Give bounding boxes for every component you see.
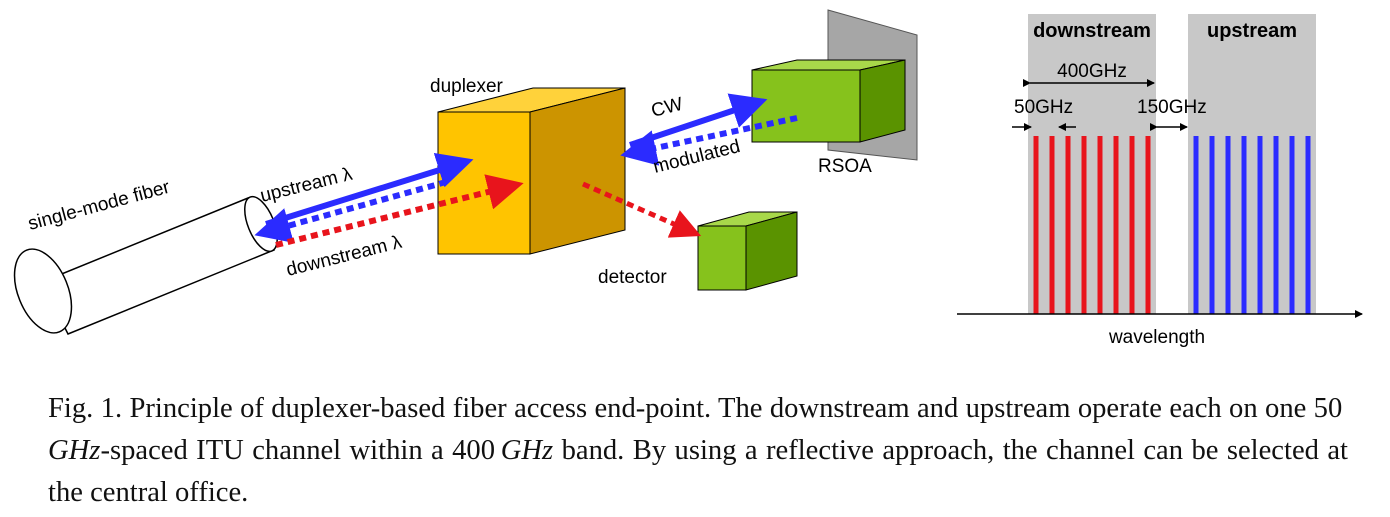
downstream-band (1028, 14, 1156, 314)
modulated-label: modulated (651, 136, 742, 178)
upstream-band (1188, 14, 1316, 314)
upstream-band-label: upstream (1207, 20, 1297, 42)
rsoa-label: RSOA (818, 156, 872, 177)
fiber-label: single-mode fiber (26, 177, 173, 235)
band-width-label: 400GHz (1057, 61, 1127, 82)
downstream-band-label: downstream (1033, 20, 1151, 42)
duplexer-label: duplexer (430, 76, 504, 97)
downstream-dotted-arrow (275, 174, 524, 248)
caption-text-1: Fig. 1. Principle of duplexer-based fibe… (48, 393, 1348, 424)
caption-text-2: -spaced ITU channel within a 400 (100, 435, 501, 466)
caption-unit-2: GHz (500, 435, 554, 466)
wavelength-label: wavelength (1108, 327, 1205, 348)
gap-label: 150GHz (1137, 97, 1207, 118)
detector-dotted-arrow (581, 181, 702, 238)
duplexer-cube (437, 87, 626, 255)
modulated-dotted-arrow (620, 115, 798, 166)
caption-text-3: band. By using a reflective approach, th… (48, 435, 1348, 508)
cw-label: CW (649, 94, 685, 122)
caption-unit-1: GHz (48, 435, 101, 466)
rsoa-device (751, 9, 918, 161)
detector-device (697, 211, 798, 291)
detector-label: detector (598, 267, 667, 288)
upstream-solid-arrow (265, 152, 474, 227)
figure-caption: Fig. 1. Principle of duplexer-based fibe… (48, 388, 1348, 514)
channel-lines (1033, 136, 1311, 314)
duplexer-diagram: single-mode fiber duplexer RSOA detector… (13, 9, 1363, 348)
spacing-label: 50GHz (1014, 97, 1073, 118)
